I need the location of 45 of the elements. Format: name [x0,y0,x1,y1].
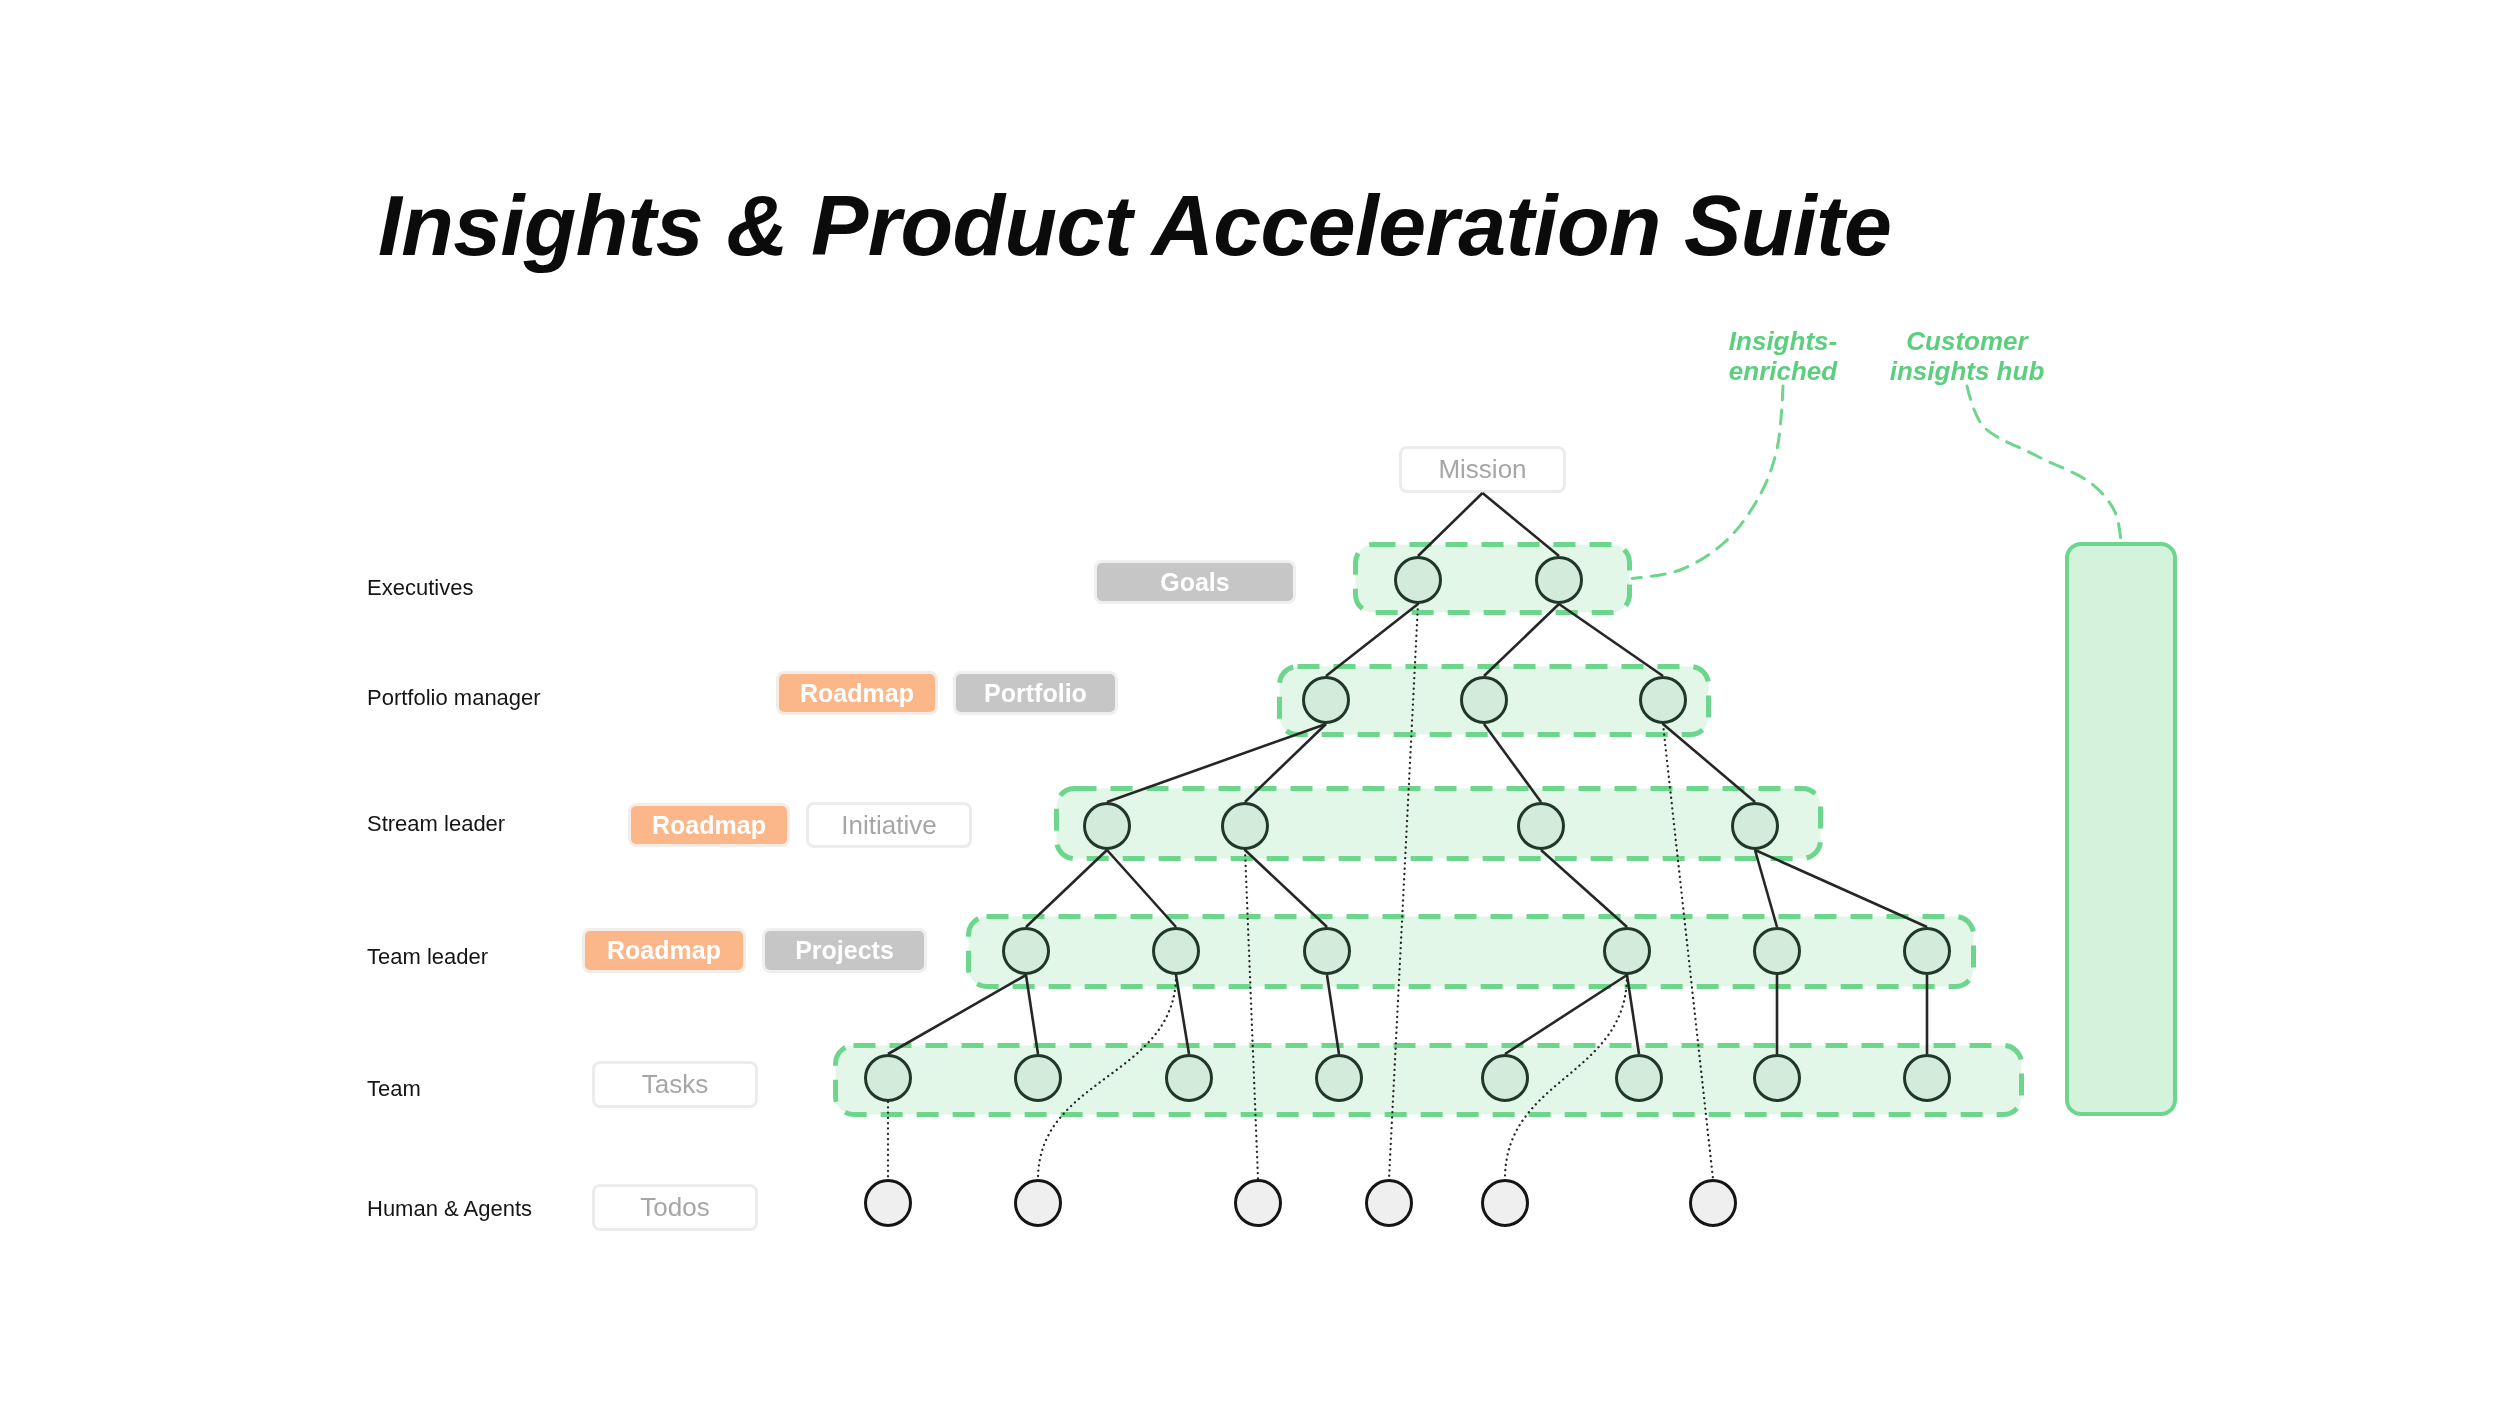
row-label: Team leader [367,943,489,971]
connector-line [1625,974,1641,1055]
row-label: Portfolio manager [367,684,541,712]
callout-label: Customer insights hub [1877,326,2057,386]
title: Insights & Product Acceleration Suite [377,176,1893,275]
connector-line [1024,974,1040,1055]
connector-line [1753,849,1779,928]
connector-line [1925,975,1929,1054]
artifact-tag: Initiative [806,802,972,848]
connector-line [1540,849,1628,928]
artifact-tag: Todos [592,1184,758,1231]
artifact-tag: Roadmap [582,928,746,973]
artifact-tag: Portfolio [953,671,1118,715]
dotted-connector [1243,848,1260,1181]
row-label: Human & Agents [367,1195,533,1223]
connector-line [1106,722,1327,804]
connector-line [1025,849,1108,928]
artifact-tag: Projects [762,928,927,973]
row-label: Team [367,1075,421,1103]
callout-label: Insights-enriched [1713,326,1853,386]
connector-line [1174,974,1191,1055]
connector-line [1481,492,1560,557]
connector-line [1417,492,1484,557]
row-label: Executives [367,574,474,602]
connector-line [1662,723,1756,803]
row-label: Stream leader [367,810,506,838]
connector-line [1483,603,1560,677]
connector-line [1325,974,1341,1055]
connector-line [1504,973,1628,1056]
connector-line [1106,849,1177,928]
connector-line [1482,723,1543,803]
connector-line [1558,602,1664,678]
artifact-tag: Tasks [592,1061,758,1108]
artifact-tag: Mission [1399,446,1566,493]
leader-line [1630,384,1785,580]
connector-line [1244,849,1328,928]
artifact-tag: Goals [1094,560,1296,604]
artifact-tag: Roadmap [776,671,938,715]
connector-line [1325,602,1419,678]
artifact-tag: Roadmap [628,803,790,847]
connector-line [1754,848,1928,929]
connector-line [1775,975,1779,1054]
dotted-connector [1661,722,1715,1181]
connector-line [887,973,1027,1056]
connector-line [1244,723,1327,803]
